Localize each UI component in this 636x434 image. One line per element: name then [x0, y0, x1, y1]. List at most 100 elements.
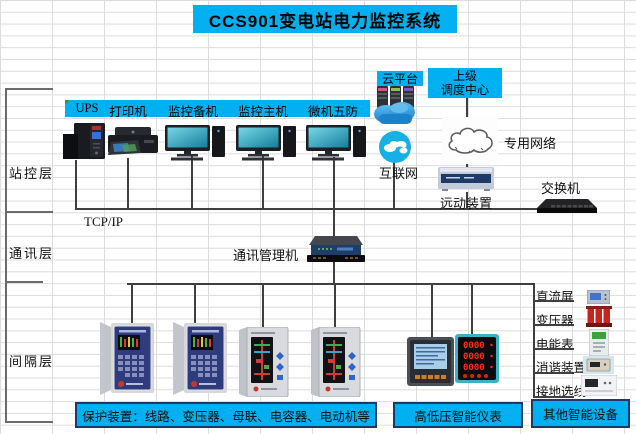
label-dc-panel: 直流屏 — [536, 290, 574, 304]
wire-other-devices-vline — [533, 283, 535, 398]
private-network-cloud — [442, 117, 498, 164]
label-ground-line-selector: 接地选线 — [536, 385, 587, 399]
comm-manager-label: 通讯管理机 — [233, 248, 299, 263]
meter-lcd-illustration — [407, 337, 454, 386]
underline — [533, 396, 574, 398]
label-transformer: 变压器 — [536, 314, 574, 328]
wire-protection2 — [194, 285, 196, 323]
protection-relay-3 — [239, 326, 289, 402]
cloud-server-illustration — [374, 86, 415, 124]
wire-protection4 — [334, 285, 336, 327]
wire-pc2 — [262, 156, 264, 208]
energy-meter-illustration — [588, 328, 610, 357]
remote-terminal-device — [438, 166, 494, 197]
label-monitor-host: 监控主机 — [237, 105, 289, 119]
protection-relay-b-illustration — [239, 326, 289, 398]
wire-pc1 — [191, 156, 193, 208]
harmonic-eliminator-device — [583, 356, 614, 379]
wire-pc3-to-comm-manager — [333, 157, 335, 237]
layer-bracket-tick — [5, 211, 53, 213]
protection-relay-b-illustration — [311, 326, 361, 398]
harmonic-eliminator-illustration — [583, 356, 614, 374]
layer-label-bay: 间隔层 — [9, 354, 55, 369]
wire-ups — [75, 160, 77, 208]
protection-caption-box: 保护装置：线路、变压器、母联、电容器、电动机等 — [75, 402, 377, 428]
layer-bracket-tick — [5, 281, 43, 283]
internet-cloud-illustration — [379, 131, 411, 163]
underline — [533, 324, 574, 326]
cloud-platform-servers — [369, 86, 421, 133]
wire-meter1 — [431, 285, 433, 338]
bay-bus-line — [127, 283, 535, 285]
smart-meter-led: 0000 0000 0000 — [455, 334, 499, 388]
svg-text:0000: 0000 — [463, 352, 485, 362]
transformer-device — [586, 306, 612, 332]
ground-line-selector-device — [580, 374, 618, 401]
tcpip-label: TCP/IP — [84, 214, 124, 229]
label-harmonic-eliminator: 消谐装置 — [536, 361, 587, 375]
layer-bracket-tick — [5, 88, 53, 90]
layer-label-communication: 通讯层 — [9, 246, 55, 261]
printer-device — [108, 127, 158, 164]
label-five-prevention: 微机五防 — [307, 105, 359, 119]
cloud-platform-label: 云平台 — [377, 71, 423, 86]
dispatch-line1: 上级 — [452, 69, 477, 83]
protection-relay-a-illustration — [173, 322, 227, 395]
svg-text:0000: 0000 — [463, 341, 485, 351]
protection-relay-1 — [100, 322, 155, 400]
wire-comm-manager-down — [333, 262, 335, 284]
dc-panel-illustration — [586, 289, 611, 305]
wire-cloud-to-rtu — [466, 163, 468, 168]
monitor-backup-pc — [165, 125, 227, 166]
wire-protection1 — [131, 285, 133, 323]
protection-relay-a-illustration — [100, 322, 154, 395]
station-bus-line — [75, 208, 540, 210]
dispatch-center-label: 上级 调度中心 — [428, 68, 502, 98]
monitor-host-pc — [236, 125, 298, 166]
cell-flag-triangle — [65, 100, 70, 105]
private-network-label: 专用网络 — [504, 136, 557, 151]
underline — [533, 348, 574, 350]
layer-label-station: 站控层 — [9, 166, 55, 181]
ups-device — [63, 123, 106, 166]
switch-illustration — [537, 199, 597, 213]
desktop-pc-illustration — [236, 125, 296, 161]
underline — [533, 372, 574, 374]
ground-line-selector-illustration — [580, 374, 618, 397]
desktop-pc-illustration — [306, 125, 366, 161]
rtu-illustration — [438, 167, 494, 191]
comm-manager-device — [307, 236, 365, 269]
underline — [533, 300, 574, 302]
wire-protection3 — [262, 285, 264, 327]
others-caption-box: 其他智能设备 — [531, 399, 630, 428]
comm-manager-illustration — [307, 236, 365, 262]
sketch-cloud-illustration — [448, 127, 493, 154]
protection-relay-2 — [173, 322, 228, 400]
dispatch-line2: 调度中心 — [440, 83, 489, 97]
five-prevention-pc — [306, 125, 368, 166]
label-ups: UPS — [75, 101, 99, 115]
smart-meter-lcd — [407, 337, 454, 391]
wire-dispatch-to-cloud — [466, 97, 468, 118]
printer-illustration — [108, 127, 158, 155]
layer-bracket-vline — [5, 88, 7, 423]
layer-bracket-tick — [5, 421, 53, 423]
wire-printer — [127, 158, 129, 208]
internet-icon — [379, 131, 411, 168]
wire-internet — [393, 162, 395, 208]
wire-rtu-to-bus — [466, 192, 468, 208]
protection-relay-4 — [311, 326, 361, 402]
svg-text:0000: 0000 — [463, 363, 485, 373]
switch-label: 交换机 — [541, 181, 581, 196]
meter-led-illustration: 0000 0000 0000 — [455, 334, 499, 383]
station-device-label-bar: UPS 打印机 监控备机 监控主机 微机五防 — [65, 100, 370, 119]
label-printer: 打印机 — [109, 105, 147, 119]
label-monitor-backup: 监控备机 — [167, 105, 219, 119]
desktop-pc-illustration — [165, 125, 225, 161]
meters-caption-box: 高低压智能仪表 — [393, 402, 523, 428]
switch-device — [537, 199, 597, 221]
internet-label: 互联网 — [379, 166, 419, 181]
label-energy-meter: 电能表 — [536, 338, 574, 352]
transformer-illustration — [586, 306, 612, 327]
